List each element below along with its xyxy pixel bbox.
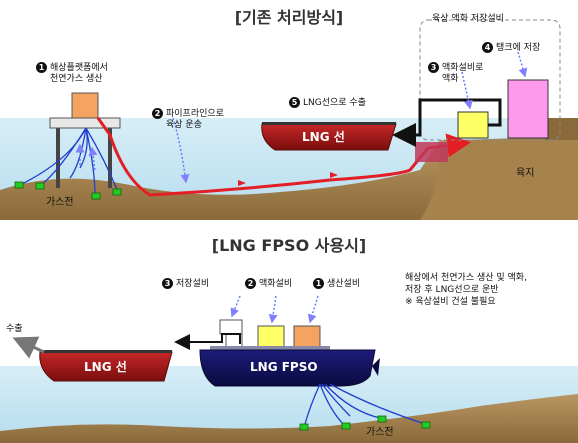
platform-deck xyxy=(49,117,121,129)
production-platform xyxy=(71,92,99,119)
step-number: 2 xyxy=(152,108,163,119)
conventional-process-illustration xyxy=(0,19,578,220)
step-number: 2 xyxy=(245,278,256,289)
lng-ship-label: LNG 선 xyxy=(302,130,345,144)
step-number: 3 xyxy=(428,62,439,73)
seabed xyxy=(0,394,578,443)
step-number: 5 xyxy=(289,97,300,108)
panel-divider xyxy=(0,220,578,226)
export-line xyxy=(392,98,502,147)
storage-module-top xyxy=(219,319,243,335)
well-lines xyxy=(304,383,426,427)
storage-tank xyxy=(507,79,549,139)
platform-leg xyxy=(56,118,60,188)
lng-ship-hull xyxy=(261,123,397,151)
step-number: 4 xyxy=(482,42,493,53)
gas-field-label: 가스전 xyxy=(46,197,74,208)
step-number: 1 xyxy=(36,62,47,73)
fpso-note: 해상에서 천연가스 생산 및 액화, 저장 후 LNG선으로 운반 ※ 육상설비… xyxy=(405,273,527,307)
panel-title: [기존 처리방식] xyxy=(234,8,344,27)
export-arrow xyxy=(12,336,45,359)
shore-receiving-facility xyxy=(415,142,448,162)
wellheads xyxy=(14,181,122,200)
panel-title: [LNG FPSO 사용시] xyxy=(211,236,367,255)
wellheads xyxy=(299,415,431,431)
lng-fpso-illustration xyxy=(0,295,578,443)
step-number: 1 xyxy=(313,278,324,289)
export-label: 수출 xyxy=(6,324,23,334)
onshore-box-title: 육상 액화 저장설비 xyxy=(432,14,504,24)
lng-fpso-hull xyxy=(199,349,376,387)
lng-ship-label: LNG 선 xyxy=(84,360,127,374)
lng-ship-hull xyxy=(39,351,173,382)
offload-line xyxy=(174,333,241,350)
step-number: 3 xyxy=(162,278,173,289)
gas-field-label: 가스전 xyxy=(366,427,394,438)
land-label: 육지 xyxy=(516,168,535,179)
liquefaction-unit xyxy=(457,111,489,139)
well-lines xyxy=(19,127,119,196)
onshore-facility-frame xyxy=(419,19,561,141)
lng-fpso-label: LNG FPSO xyxy=(250,360,318,374)
pipeline xyxy=(96,117,471,197)
